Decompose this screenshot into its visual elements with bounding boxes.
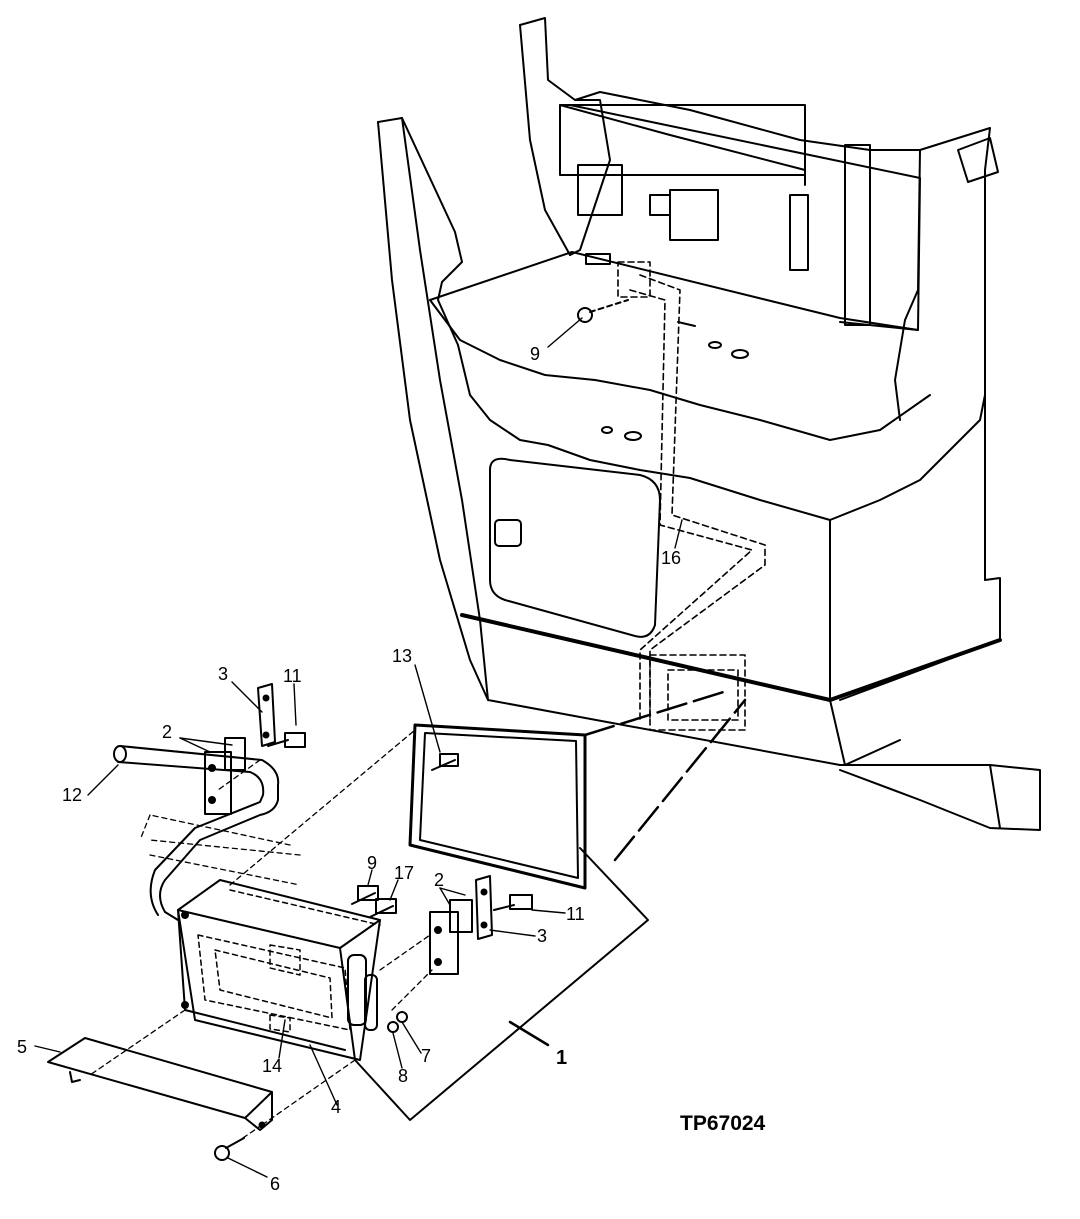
callout-5: 5: [17, 1037, 27, 1057]
callout-16: 16: [661, 548, 681, 568]
filter-frame: [408, 688, 747, 890]
callout-11-lower: 11: [566, 904, 585, 924]
callout-3-lower: 3: [537, 926, 547, 946]
clamp-2-lower: [429, 875, 533, 975]
callout-6: 6: [270, 1174, 280, 1194]
callout-11-upper: 11: [283, 666, 302, 686]
cover-plate-5: [47, 1037, 273, 1131]
callout-2-lower: 2: [434, 870, 444, 890]
callout-9-upper: 9: [530, 344, 540, 364]
nuts-7-8: [387, 1011, 408, 1033]
callout-17: 17: [394, 863, 414, 883]
heater-box: [177, 879, 381, 1061]
harness-16: [617, 261, 766, 731]
callout-13: 13: [392, 646, 412, 666]
bolt-9-upper: [577, 299, 629, 323]
hose-12: [113, 745, 280, 921]
alignment-lines: [89, 729, 433, 1141]
callout-12: 12: [62, 785, 82, 805]
callout-1: 1: [556, 1047, 567, 1069]
callout-8: 8: [398, 1066, 408, 1086]
figure-id: TP67024: [680, 1112, 766, 1135]
callout-2-upper: 2: [162, 722, 172, 742]
bolt-6: [214, 1137, 245, 1161]
cab-body: [377, 17, 1041, 831]
clamp-2-upper: [204, 683, 306, 815]
group-bracket-1: [354, 847, 649, 1121]
callout-9-lower: 9: [367, 853, 377, 873]
bolts-9-17: [351, 885, 397, 918]
callout-3-upper: 3: [218, 664, 228, 684]
leader-lines: [34, 317, 683, 1178]
callout-7: 7: [421, 1046, 431, 1066]
callout-labels: 9 16 13 3 11 2 12 9 17 2 11 3 5 14 4 8 7…: [17, 344, 766, 1194]
callout-14: 14: [262, 1056, 282, 1076]
callout-4: 4: [331, 1097, 341, 1117]
